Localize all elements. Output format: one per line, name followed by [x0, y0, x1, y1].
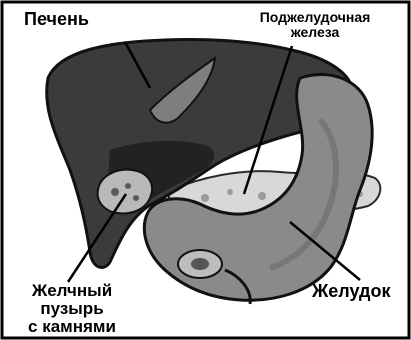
gallbladder-shape [98, 170, 152, 214]
pancreas-label-line1: Поджелудочная [245, 10, 385, 25]
gallbladder-label: Желчный пузырь с камнями [16, 282, 128, 336]
gallbladder-label-line3: с камнями [16, 318, 128, 336]
stomach-label: Желудок [312, 282, 390, 301]
gallbladder-label-line1: Желчный [16, 282, 128, 300]
pancreas-label-line2: железа [245, 25, 385, 40]
liver-label: Печень [24, 10, 89, 29]
gallbladder-label-line2: пузырь [16, 300, 128, 318]
pancreas-label: Поджелудочная железа [245, 10, 385, 39]
